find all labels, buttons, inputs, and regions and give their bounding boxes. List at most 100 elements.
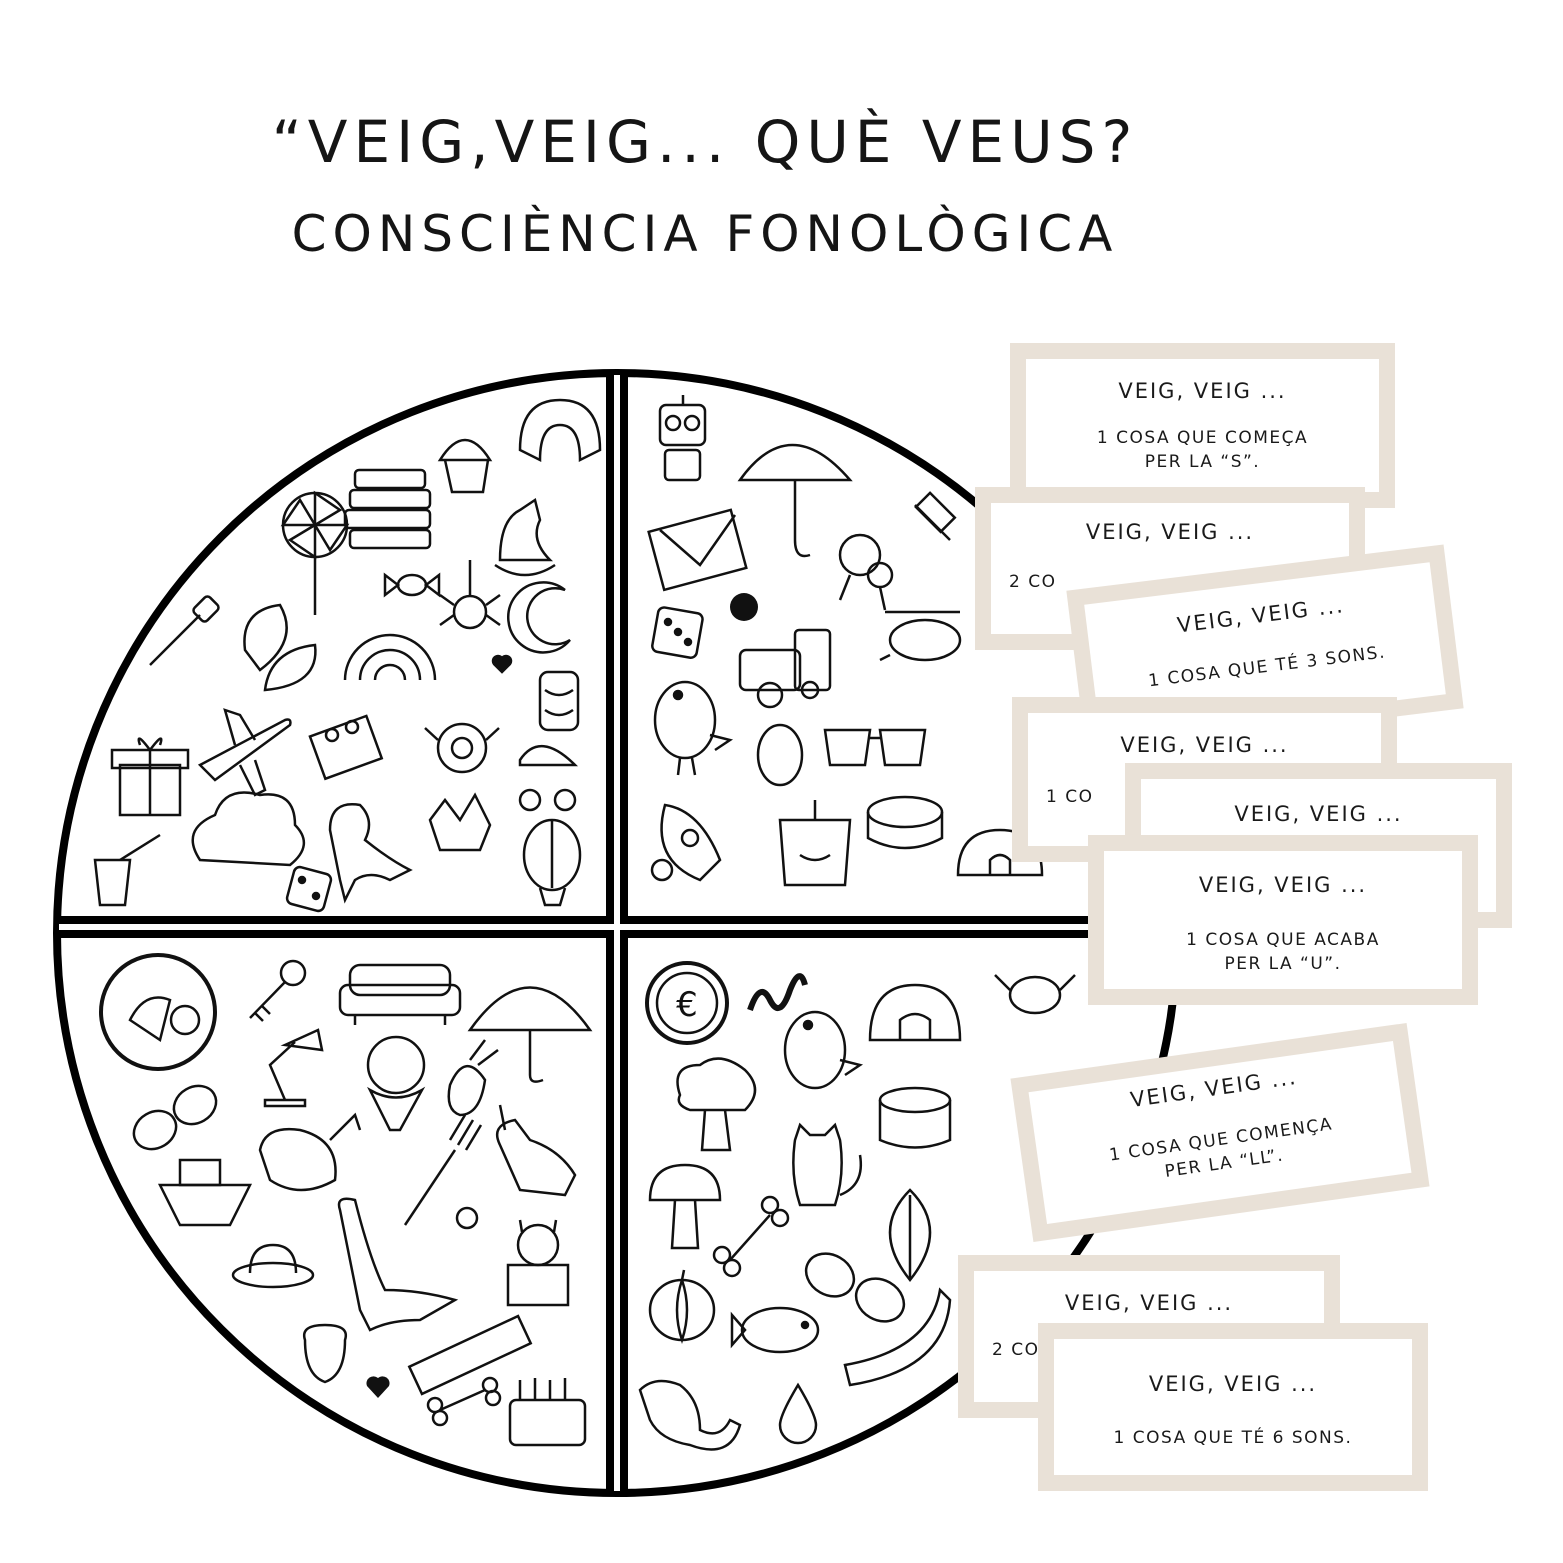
card-heading: VEIG, VEIG ... bbox=[1149, 1372, 1317, 1396]
watermelon-icon bbox=[843, 1287, 952, 1387]
robot-icon bbox=[658, 395, 707, 482]
cupcake-icon bbox=[437, 438, 493, 494]
dice-icon bbox=[285, 865, 333, 913]
whale-icon bbox=[258, 1112, 362, 1192]
igloo-icon bbox=[868, 983, 962, 1042]
squiggle-icon bbox=[747, 973, 808, 1011]
sharpener-icon bbox=[866, 795, 944, 850]
ruler-icon bbox=[407, 1314, 533, 1396]
card-inner bbox=[1028, 1041, 1412, 1224]
helicopter-icon bbox=[879, 610, 962, 662]
thread-icon bbox=[878, 1086, 952, 1149]
unicorn-icon bbox=[494, 497, 556, 577]
card-inner bbox=[1054, 1339, 1412, 1475]
bird-icon bbox=[653, 680, 734, 776]
balloon-icon bbox=[522, 818, 582, 907]
tree-icon bbox=[676, 1057, 757, 1152]
umbrella-icon bbox=[737, 443, 853, 558]
cake-icon bbox=[508, 1378, 587, 1447]
page-title: “VEIG,VEIG... QUÈ VEUS? bbox=[271, 108, 1139, 176]
toothbrush-icon bbox=[149, 595, 220, 666]
card-inner bbox=[1104, 851, 1462, 989]
keys-icon bbox=[838, 533, 894, 611]
quadrant-bottom-left bbox=[99, 953, 593, 1447]
crab-icon bbox=[424, 722, 500, 774]
moon-icon bbox=[507, 581, 571, 654]
key-icon bbox=[249, 959, 307, 1022]
card-heading: VEIG, VEIG ... bbox=[1199, 873, 1367, 897]
umbrella-icon bbox=[467, 986, 593, 1083]
egg-icon bbox=[756, 723, 804, 787]
basket-icon bbox=[538, 670, 580, 732]
quadrant-bottom-right: € bbox=[638, 961, 1076, 1451]
quadrant-top-left bbox=[93, 398, 602, 913]
unicorn-icon bbox=[495, 1104, 577, 1197]
stroller-icon bbox=[518, 744, 579, 812]
drop-icon bbox=[778, 1382, 818, 1445]
dice-icon bbox=[651, 606, 704, 659]
pencil-icon bbox=[914, 491, 957, 541]
quadrant-top-right bbox=[647, 395, 1044, 887]
cat-box-icon bbox=[506, 1219, 570, 1307]
rocket-icon bbox=[650, 803, 722, 882]
hat-icon bbox=[231, 1243, 315, 1289]
cloud-icon bbox=[191, 791, 305, 867]
fish-icon bbox=[730, 1306, 820, 1354]
acorn-icon bbox=[302, 1323, 348, 1384]
mushroom-icon bbox=[648, 1163, 722, 1250]
card-heading: VEIG, VEIG ... bbox=[1120, 733, 1288, 757]
card-inner bbox=[1084, 562, 1446, 737]
bone-icon bbox=[426, 1376, 502, 1427]
veig-card[interactable]: VEIG, VEIG ...1 COSA QUE COMENÇAPER LA “… bbox=[1010, 1022, 1430, 1243]
cat-icon bbox=[792, 1122, 863, 1207]
veig-card[interactable]: VEIG, VEIG ... 1 COSA QUE TÉ 6 SONS. bbox=[1038, 1323, 1428, 1491]
rainbow-icon bbox=[343, 633, 437, 681]
heart-icon bbox=[366, 1376, 390, 1398]
envelope-icon bbox=[647, 508, 748, 592]
gift-icon bbox=[110, 737, 190, 817]
bird-icon bbox=[783, 1010, 864, 1090]
glasses-icon bbox=[132, 1084, 218, 1151]
cup-icon bbox=[778, 800, 852, 887]
bone-icon bbox=[712, 1195, 790, 1278]
card-body-partial: 2 CO bbox=[992, 1340, 1039, 1360]
candy-icon bbox=[383, 572, 441, 598]
heart-icon bbox=[491, 654, 513, 674]
pinwheel-icon bbox=[280, 490, 350, 615]
card-inner bbox=[1026, 359, 1379, 492]
glasses-icon bbox=[804, 1252, 906, 1323]
page-subtitle: CONSCIÈNCIA FONOLÒGICA bbox=[291, 205, 1119, 263]
card-heading: VEIG, VEIG ... bbox=[1118, 379, 1286, 403]
instruments-icon bbox=[99, 953, 217, 1071]
crab-icon bbox=[994, 974, 1076, 1015]
leaf-icon bbox=[888, 1188, 932, 1283]
dot-icon bbox=[730, 593, 758, 621]
yogurt-icon bbox=[93, 833, 161, 907]
card-heading: VEIG, VEIG ... bbox=[1234, 802, 1402, 826]
dinosaur-icon bbox=[337, 1197, 459, 1332]
card-body-partial: 1 CO bbox=[1046, 787, 1093, 807]
books-icon bbox=[343, 468, 432, 550]
bee-icon bbox=[455, 1206, 479, 1230]
iguana-icon bbox=[638, 1379, 742, 1451]
lego-icon bbox=[308, 714, 384, 781]
dinosaur-icon bbox=[328, 803, 413, 904]
card-body-partial: 2 CO bbox=[1009, 572, 1056, 592]
magnet-icon bbox=[518, 398, 602, 463]
crown-icon bbox=[428, 792, 492, 852]
fork-icon bbox=[403, 1114, 483, 1226]
sunglasses-icon bbox=[823, 728, 927, 767]
card-heading: VEIG, VEIG ... bbox=[1065, 1291, 1233, 1315]
svg-text:€: € bbox=[676, 985, 698, 1025]
train-icon bbox=[738, 628, 832, 709]
sofa-icon bbox=[338, 963, 462, 1025]
leaves-icon bbox=[243, 603, 317, 692]
euro-coin-icon: € bbox=[645, 961, 729, 1045]
spider-icon bbox=[439, 560, 501, 630]
card-body: 1 COSA QUE TÉ 6 SONS. bbox=[1114, 1426, 1353, 1448]
boat-icon bbox=[157, 1158, 253, 1227]
